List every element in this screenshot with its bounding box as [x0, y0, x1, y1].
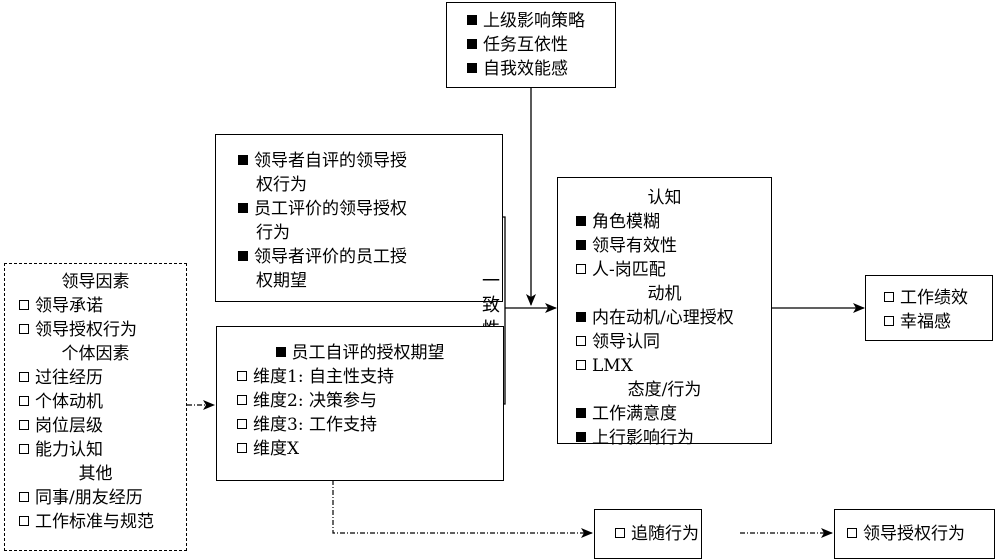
- antecedent-item: 同事/朋友经历: [19, 486, 186, 510]
- filled-square-icon: [275, 346, 286, 357]
- arrow-lower-to-follow: [332, 480, 593, 538]
- hollow-square-icon: [237, 418, 247, 429]
- hollow-square-icon: [237, 442, 247, 453]
- follow-behavior-box: 追随行为: [594, 509, 702, 559]
- hollow-square-icon: [884, 291, 894, 302]
- moderator-item: 自我效能感: [467, 57, 615, 81]
- filled-square-icon: [238, 154, 248, 165]
- antecedent-item: 工作标准与规范: [19, 510, 186, 534]
- employee-expectation-title: 员工自评的授权期望: [237, 341, 503, 365]
- section-heading: 动机: [647, 284, 682, 304]
- dimension-item: 维度3: 工作支持: [237, 413, 503, 437]
- filled-square-icon: [576, 311, 586, 322]
- leader-empowerment-item: 领导授权行为: [847, 522, 994, 546]
- filled-square-icon: [576, 407, 586, 418]
- hollow-square-icon: [19, 491, 29, 502]
- outcome-item: 角色模糊: [576, 210, 771, 234]
- filled-square-icon: [467, 62, 477, 73]
- filled-square-icon: [576, 239, 586, 250]
- outcome-item: 工作满意度: [576, 402, 771, 426]
- moderator-box: 上级影响策略 任务互依性 自我效能感: [446, 2, 616, 88]
- antecedent-item: 领导承诺: [19, 294, 186, 318]
- result-item: 幸福感: [884, 310, 992, 334]
- measure-item: 领导者自评的领导授: [238, 149, 502, 173]
- hollow-square-icon: [884, 315, 894, 326]
- measure-item: 员工评价的领导授权: [238, 197, 502, 221]
- antecedent-item: 领导授权行为: [19, 318, 186, 342]
- outcome-item: 领导有效性: [576, 234, 771, 258]
- hollow-square-icon: [847, 527, 857, 538]
- filled-square-icon: [467, 14, 477, 25]
- filled-square-icon: [238, 202, 248, 213]
- section-heading: 态度/行为: [627, 380, 702, 400]
- leader-empowerment-measures-box: 领导者自评的领导授 权行为 员工评价的领导授权 行为 领导者评价的员工授 权期望: [215, 134, 503, 302]
- measure-item-cont: 行为: [256, 223, 290, 243]
- hollow-square-icon: [19, 299, 29, 310]
- employee-expectation-box: 员工自评的授权期望 维度1: 自主性支持 维度2: 决策参与 维度3: 工作支持…: [216, 326, 504, 481]
- hollow-square-icon: [19, 395, 29, 406]
- section-heading: 领导因素: [61, 272, 130, 292]
- hollow-square-icon: [19, 515, 29, 526]
- hollow-square-icon: [576, 335, 586, 346]
- result-item: 工作绩效: [884, 286, 992, 310]
- hollow-square-icon: [19, 419, 29, 430]
- antecedent-item: 个体动机: [19, 390, 186, 414]
- moderator-item: 上级影响策略: [467, 9, 615, 33]
- outcome-item: 内在动机/心理授权: [576, 306, 771, 330]
- hollow-square-icon: [237, 394, 247, 405]
- section-heading: 个体因素: [61, 344, 130, 364]
- moderator-item: 任务互依性: [467, 33, 615, 57]
- outcome-item: 领导认同: [576, 330, 771, 354]
- hollow-square-icon: [19, 443, 29, 454]
- hollow-square-icon: [19, 371, 29, 382]
- section-heading: 认知: [647, 188, 682, 208]
- leader-empowerment-box: 领导授权行为: [834, 509, 995, 559]
- outcomes-box: 认知 角色模糊 领导有效性 人-岗匹配 动机 内在动机/心理授权 领导认同 LM…: [557, 177, 772, 448]
- filled-square-icon: [238, 250, 248, 261]
- hollow-square-icon: [576, 263, 586, 274]
- dimension-item: 维度X: [237, 437, 503, 461]
- dimension-item: 维度2: 决策参与: [237, 389, 503, 413]
- antecedent-item: 能力认知: [19, 438, 186, 462]
- follow-behavior-item: 追随行为: [615, 522, 701, 546]
- hollow-square-icon: [576, 359, 586, 370]
- outcome-item: 人-岗匹配: [576, 258, 771, 282]
- dimension-item: 维度1: 自主性支持: [237, 365, 503, 389]
- antecedent-item: 过往经历: [19, 366, 186, 390]
- measure-item-cont: 权行为: [256, 175, 307, 195]
- result-box: 工作绩效 幸福感: [865, 275, 993, 341]
- outcome-item: 上行影响行为: [576, 426, 771, 450]
- measure-item-cont: 权期望: [256, 271, 307, 291]
- measure-item: 领导者评价的员工授: [238, 245, 502, 269]
- hollow-square-icon: [237, 370, 247, 381]
- filled-square-icon: [576, 431, 586, 442]
- section-heading: 其他: [78, 464, 113, 484]
- antecedents-box: 领导因素 领导承诺 领导授权行为 个体因素 过往经历 个体动机 岗位层级 能力认…: [4, 263, 187, 551]
- filled-square-icon: [576, 215, 586, 226]
- hollow-square-icon: [19, 323, 29, 334]
- outcome-item: LMX: [576, 354, 771, 378]
- filled-square-icon: [467, 38, 477, 49]
- antecedent-item: 岗位层级: [19, 414, 186, 438]
- hollow-square-icon: [615, 527, 625, 538]
